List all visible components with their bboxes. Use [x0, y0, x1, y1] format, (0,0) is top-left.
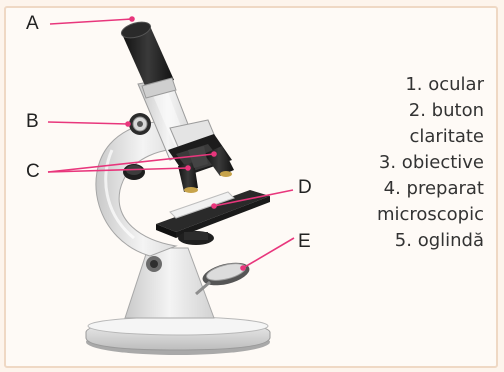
legend-item: 5. oglindă [324, 228, 484, 254]
pointer-e [243, 238, 294, 268]
legend-item: 1. ocular [324, 72, 484, 98]
label-a: A [26, 14, 39, 33]
legend-item: 4. preparat [324, 176, 484, 202]
eyepiece [120, 19, 176, 98]
label-c: C [26, 162, 40, 181]
legend-item: claritate [324, 124, 484, 150]
legend-item: microscopic [324, 202, 484, 228]
microscope-base [86, 317, 270, 355]
focus-knob [129, 113, 151, 135]
pointer-a [50, 19, 132, 24]
label-d: D [298, 178, 312, 197]
legend-item: 3. obiective [324, 150, 484, 176]
mirror [196, 258, 252, 294]
microscope-pillar [125, 248, 214, 318]
pointer-b [48, 122, 128, 124]
label-b: B [26, 112, 39, 131]
coarse-knob [123, 164, 145, 180]
label-e: E [298, 232, 311, 251]
legend: 1. ocular 2. buton claritate 3. obiectiv… [324, 72, 484, 254]
legend-item: 2. buton [324, 98, 484, 124]
